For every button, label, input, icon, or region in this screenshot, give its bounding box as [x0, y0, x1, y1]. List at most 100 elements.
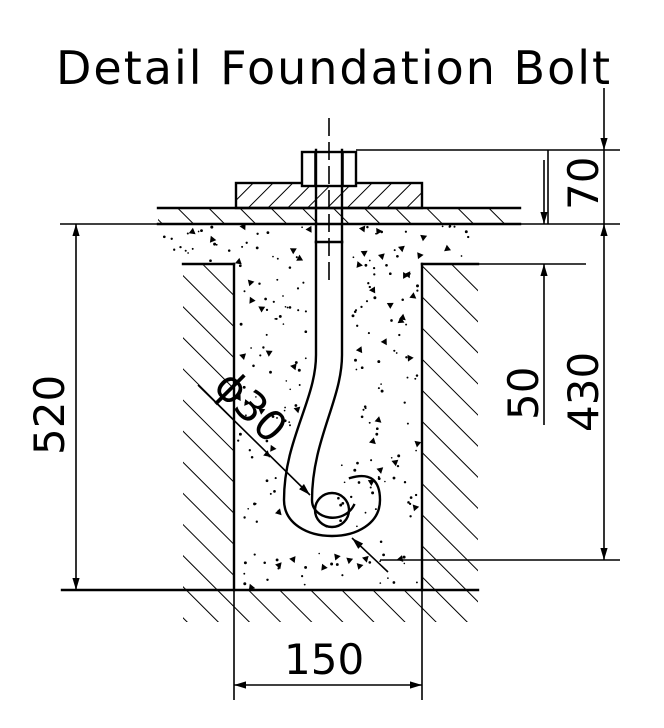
aggregate-mark [367, 479, 375, 486]
top-offset-dimension-label: 50 [499, 367, 548, 420]
stipple-dot [278, 314, 282, 318]
stipple-dot [294, 404, 298, 407]
stipple-dot [258, 282, 261, 285]
stipple-dot [390, 319, 393, 322]
stipple-dot [408, 272, 411, 275]
stipple-dot [343, 481, 346, 484]
stipple-dot [215, 243, 218, 246]
aggregate-mark [346, 557, 354, 565]
stipple-dot [285, 380, 288, 382]
stipple-dot [200, 229, 203, 233]
dimension-lines [60, 88, 620, 700]
stipple-dot [265, 333, 268, 336]
soil-hatching [158, 208, 517, 622]
stipple-dot [375, 232, 377, 235]
stipple-dot [250, 347, 252, 349]
stipple-dot [355, 368, 358, 371]
stipple-dot [377, 360, 381, 364]
stipple-dot [253, 553, 256, 556]
stipple-dot [350, 495, 353, 499]
stipple-dot [396, 464, 400, 468]
stipple-dot [186, 232, 189, 235]
stipple-dot [265, 439, 269, 443]
stipple-dot [288, 266, 292, 269]
stipple-dot [276, 257, 279, 260]
stipple-dot [406, 376, 409, 379]
aggregate-mark [420, 234, 428, 242]
stipple-dot [213, 242, 217, 246]
width-dimension-label: 150 [284, 635, 364, 684]
stipple-dot [362, 408, 365, 411]
aggregate-mark [247, 279, 255, 287]
aggregate-mark [265, 350, 273, 357]
stipple-dot [414, 493, 418, 497]
stipple-dot [302, 281, 305, 284]
grout-concrete-fill [162, 223, 470, 591]
stipple-dot [373, 296, 377, 300]
aggregate-mark [235, 257, 242, 265]
grout-depth-dimension-label: 430 [559, 352, 608, 432]
stipple-dot [415, 449, 417, 452]
stipple-dot [170, 237, 173, 240]
aggregate-mark [355, 346, 363, 354]
stipple-dot [353, 468, 357, 472]
stipple-dot [265, 479, 269, 483]
aggregate-mark [239, 353, 246, 360]
stipple-dot [408, 502, 412, 506]
aggregate-mark [239, 223, 246, 231]
stipple-dot [197, 230, 200, 233]
aggregate-mark [386, 302, 394, 309]
stipple-dot [401, 298, 404, 301]
stipple-dot [405, 323, 408, 326]
aggregate-mark [407, 354, 414, 362]
stipple-dot [247, 507, 250, 510]
stipple-dot [372, 266, 376, 270]
stipple-dot [288, 306, 292, 309]
stipple-dot [248, 449, 251, 452]
stipple-dot [398, 333, 401, 337]
stipple-dot [407, 501, 410, 504]
stipple-dot [380, 389, 384, 393]
stipple-dot [365, 300, 369, 303]
stipple-dot [250, 455, 254, 459]
stipple-dot [366, 225, 369, 229]
stipple-dot [272, 255, 274, 258]
stipple-dot [237, 439, 240, 442]
aggregate-mark [356, 261, 363, 268]
aggregate-mark [391, 459, 399, 467]
stipple-dot [283, 419, 287, 423]
stipple-dot [341, 502, 345, 505]
aggregate-mark [249, 296, 256, 304]
stipple-dot [252, 364, 255, 368]
stipple-dot [464, 230, 468, 234]
stipple-dot [393, 249, 396, 252]
stipple-dot [173, 248, 176, 251]
stipple-dot [276, 278, 279, 281]
aggregate-mark [396, 555, 404, 562]
aggregate-mark [258, 306, 266, 313]
stipple-dot [304, 565, 308, 569]
anchor-bolt [282, 118, 382, 538]
aggregate-mark [188, 227, 196, 235]
drawing-title: Detail Foundation Bolt [56, 41, 612, 95]
stipple-dot [377, 387, 380, 390]
aggregate-mark [358, 225, 366, 233]
stipple-dot [266, 231, 270, 235]
stipple-dot [268, 413, 272, 417]
aggregate-mark [376, 467, 384, 474]
stipple-dot [364, 263, 368, 267]
stipple-dot [263, 561, 266, 565]
stipple-dot [297, 368, 301, 372]
stipple-dot [288, 421, 291, 423]
stipple-dot [318, 552, 321, 555]
aggregate-mark [369, 437, 376, 445]
stipple-dot [275, 558, 279, 562]
stipple-dot [414, 377, 417, 380]
stipple-dot [403, 480, 407, 484]
stipple-dot [375, 427, 379, 431]
stipple-dot [179, 245, 182, 249]
aggregate-mark [397, 316, 405, 324]
stipple-dot [245, 414, 247, 417]
stipple-dot [368, 421, 371, 424]
stipple-dot [441, 225, 444, 228]
